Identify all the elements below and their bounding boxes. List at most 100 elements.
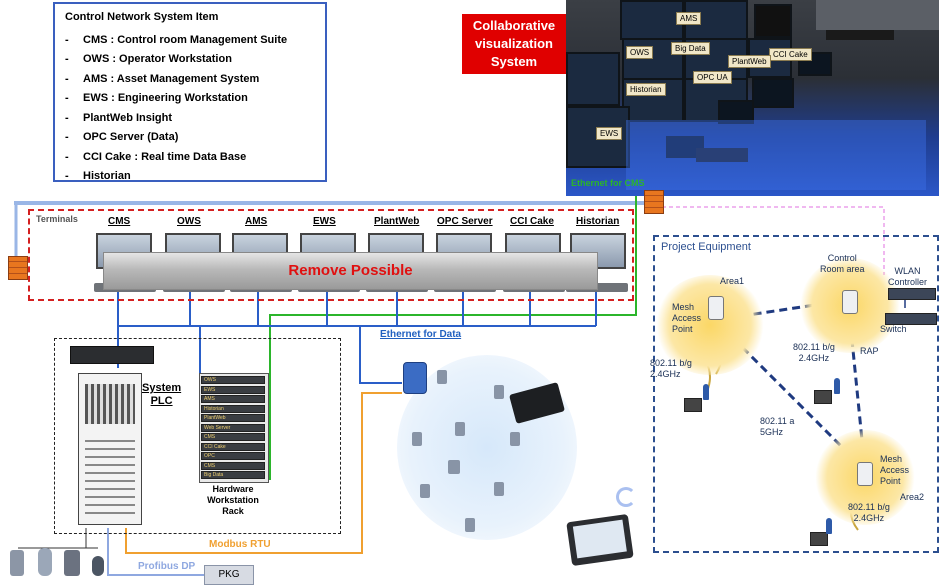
profibus-label: Profibus DP (138, 561, 196, 572)
band-1-label: 802.11 b/g 2.4GHz (650, 358, 692, 380)
legend-item-label: CMS : Control room Management Suite (83, 34, 288, 46)
legend-panel: Control Network System Item -CMS : Contr… (53, 2, 327, 182)
legend-item-ews: -EWS : Engineering Workstation (65, 92, 248, 104)
legend-title: Control Network System Item (65, 11, 219, 23)
ethernet-cms-line (269, 196, 637, 480)
rack-unit: OPC (201, 452, 265, 460)
wireless-device-icon (437, 370, 447, 384)
terminals-group (28, 209, 634, 301)
wireless-device-icon (455, 422, 465, 436)
legend-item-label: PlantWeb Insight (83, 112, 173, 124)
monitor (754, 4, 792, 38)
rack-unit: Historian (201, 404, 265, 413)
hardware-rack-line-1: Hardware (212, 484, 254, 494)
band-5g-label: 802.11 a 5GHz (760, 416, 794, 438)
terminal-label-plantweb: PlantWeb (374, 216, 420, 227)
rack-unit: PlantWeb (201, 414, 265, 422)
field-valve-icon (64, 550, 80, 576)
remove-possible-label: Remove Possible (288, 262, 413, 279)
wireless-gateway-icon (403, 362, 427, 394)
band-5g-line-1: 802.11 a (760, 416, 795, 426)
rack-unit: CMS (201, 433, 265, 441)
band-rap-line-1: 802.11 b/g (793, 342, 835, 352)
terminal-label-cci: CCI Cake (510, 216, 554, 227)
remove-possible-bar (103, 252, 598, 290)
band-5g-line-2: 5GHz (760, 427, 784, 437)
legend-item-plantweb: -PlantWeb Insight (65, 112, 173, 124)
firewall-icon (644, 190, 664, 214)
switch-label: Switch (880, 324, 907, 334)
laptop-icon (684, 398, 702, 412)
mesh-ap-2-label: Mesh Access Point (880, 454, 909, 487)
rack-unit: EWS (201, 385, 265, 394)
tablet-icon (566, 513, 634, 567)
terminal-label-ams: AMS (245, 216, 268, 227)
collab-visualization-label: Collaborative visualization System (462, 14, 566, 74)
rack-unit: AMS (201, 395, 265, 403)
tag-ams: AMS (676, 12, 702, 25)
wlan-line-1: WLAN (894, 266, 921, 276)
profibus-line (107, 528, 204, 576)
firewall-icon (8, 256, 28, 280)
tag-opcua: OPC UA (693, 71, 732, 84)
desk-surface (626, 120, 926, 190)
project-equipment-title: Project Equipment (661, 241, 751, 253)
data-to-gateway (359, 326, 402, 384)
coverage-area-1 (655, 275, 765, 375)
wireless-device-icon (510, 432, 520, 446)
keyboard (696, 148, 748, 162)
band-1-line-2: 2.4GHz (650, 369, 681, 379)
terminal-label-ows: OWS (177, 216, 201, 227)
hardware-rack-label: Hardware Workstation Rack (203, 484, 263, 517)
wall-screen (826, 30, 894, 40)
legend-item-label: OPC Server (Data) (83, 131, 179, 143)
rap-label: RAP (860, 346, 879, 356)
mesh-ap-2-line-2: Access (880, 465, 910, 475)
band-rap-line-2: 2.4GHz (798, 353, 830, 363)
ethernet-data-label: Ethernet for Data (380, 329, 462, 340)
mesh-access-point-icon (708, 296, 724, 320)
legend-item-label: OWS : Operator Workstation (83, 53, 232, 65)
collab-line-3: System (490, 54, 538, 69)
rack-unit: CMS (201, 461, 265, 470)
tag-ews: EWS (596, 127, 623, 140)
area1-label: Area1 (720, 276, 745, 286)
person-icon (834, 378, 840, 394)
control-room-label: Control Room area (820, 253, 865, 275)
laptop-icon (810, 532, 828, 546)
legend-item-historian: -Historian (65, 170, 131, 182)
mesh-ap-2-line-1: Mesh (880, 454, 903, 464)
mesh-ap-1-label: Mesh Access Point (672, 302, 701, 335)
wlan-line-2: Controller (888, 277, 928, 287)
tag-historian: Historian (626, 83, 666, 96)
tag-bigdata: Big Data (671, 42, 710, 55)
wireless-device-icon (412, 432, 422, 446)
wireless-signal-icon (616, 487, 636, 507)
control-room-line-1: Control (827, 253, 857, 263)
legend-item-label: Historian (83, 170, 131, 182)
mesh-ap-1-line-3: Point (672, 324, 693, 334)
plc-group (54, 338, 341, 534)
laptop-icon (814, 390, 832, 404)
tag-plantweb: PlantWeb (728, 55, 771, 68)
band-1-line-1: 802.11 b/g (650, 358, 692, 368)
plc-modules (85, 384, 135, 424)
legend-item-ams: -AMS : Asset Management System (65, 73, 260, 85)
field-transmitter-icon (38, 548, 52, 576)
person-icon (703, 384, 709, 400)
rack-unit: OWS (201, 376, 265, 384)
network-switch (70, 346, 154, 364)
legend-item-label: EWS : Engineering Workstation (83, 92, 248, 104)
collab-line-1: Collaborative (472, 18, 556, 33)
ethernet-cms-label: Ethernet for CMS (571, 178, 645, 188)
rack-unit: Big Data (201, 471, 265, 479)
terminal-label-opc: OPC Server (437, 216, 493, 227)
wireless-device-icon (494, 385, 504, 399)
desk-monitor (752, 78, 794, 108)
legend-item-cci: -CCI Cake : Real time Data Base (65, 151, 247, 163)
hardware-rack-line-3: Rack (222, 506, 244, 516)
desk-monitor (798, 52, 832, 76)
mesh-ap-1-line-2: Access (672, 313, 702, 323)
wireless-device-icon (420, 484, 430, 498)
wireless-device-icon (494, 482, 504, 496)
